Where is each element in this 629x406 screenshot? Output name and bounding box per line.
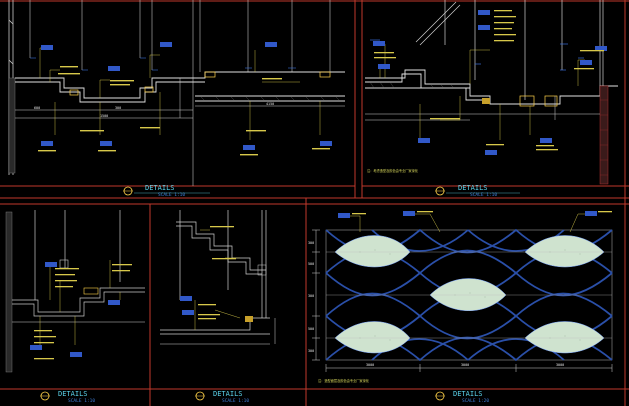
panel-2-note: 注：考虑造型及颜色由专业厂家深化 <box>367 168 419 173</box>
panel-5-title: DETAILS <box>453 390 483 398</box>
p5-dim-l3: 500 <box>308 327 314 331</box>
panel-1-scale: SCALE 1:10 <box>158 192 185 198</box>
panel-4-drawing: DETAILS SCALE 1:10 <box>160 210 276 404</box>
p5-dim-l2: 300 <box>308 294 314 298</box>
panel-1-drawing: 600 300 1500 4150 <box>8 0 345 198</box>
panel-5-drawing: 3000 3000 3000 300 500 300 500 300 注：造型面… <box>308 211 613 404</box>
panel-4-title: DETAILS <box>213 390 243 398</box>
panel-5-scale: SCALE 1:20 <box>462 398 489 404</box>
panel-5-caption: DETAILS SCALE 1:20 <box>435 390 489 404</box>
panel-2-drawing: 注：考虑造型及颜色由专业厂家深化 DETAILS SCALE 1:10 <box>365 0 618 198</box>
panel-3-scale: SCALE 1:10 <box>68 398 95 404</box>
panel-3-drawing: DETAILS SCALE 1:10 <box>5 210 145 404</box>
panel-2-scale: SCALE 1:10 <box>470 192 497 198</box>
panel-2-title: DETAILS <box>458 184 488 192</box>
p5-dim-b0: 3000 <box>366 363 374 367</box>
p5-dim-l0: 300 <box>308 241 314 245</box>
panel-4-scale: SCALE 1:10 <box>222 398 249 404</box>
dim-300: 300 <box>115 106 121 110</box>
panel-1-title: DETAILS <box>145 184 175 192</box>
panel-3-caption: DETAILS SCALE 1:10 <box>40 390 95 404</box>
p5-dim-l1: 500 <box>308 262 314 266</box>
panel-5-note: 注：造型面层及颜色由专业厂家深化 <box>318 378 370 383</box>
dim-600: 600 <box>34 106 40 110</box>
panel-2-caption: DETAILS SCALE 1:10 <box>435 184 520 198</box>
p5-dim-b2: 3000 <box>556 363 564 367</box>
dim-4150: 4150 <box>266 102 274 106</box>
panel-1-caption: DETAILS SCALE 1:10 <box>123 184 210 198</box>
panel-3-title: DETAILS <box>58 390 88 398</box>
p5-dim-l4: 300 <box>308 349 314 353</box>
panel-4-caption: DETAILS SCALE 1:10 <box>195 390 249 404</box>
p5-dim-b1: 3000 <box>461 363 469 367</box>
dim-1500: 1500 <box>100 114 108 118</box>
